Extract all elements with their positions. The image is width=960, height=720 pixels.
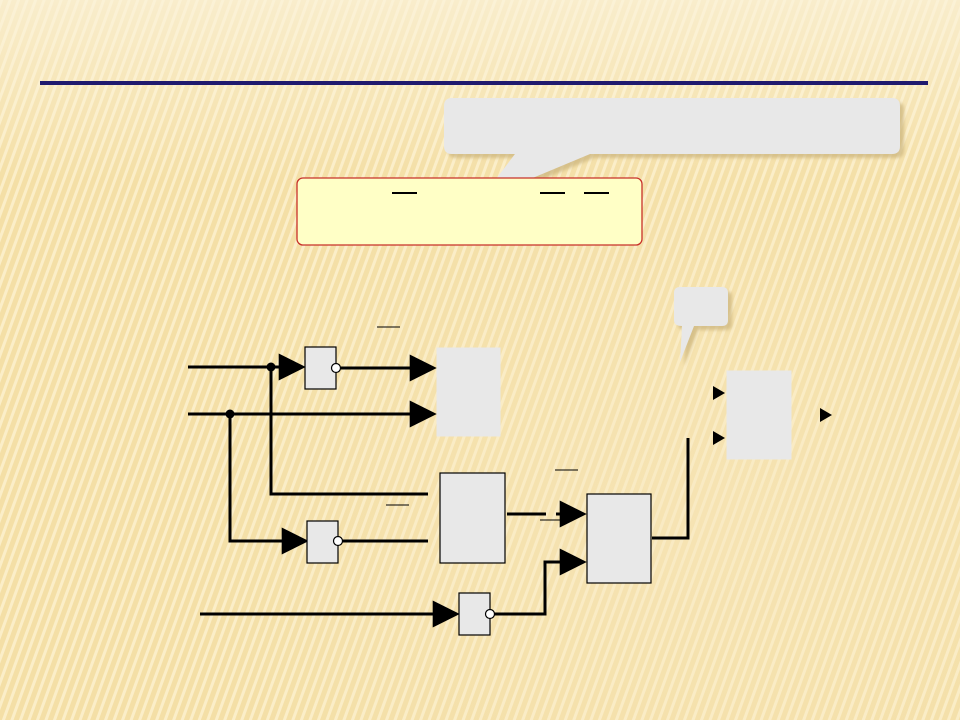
- output-arrow: [820, 408, 832, 422]
- block-3-output-wire: [652, 438, 690, 540]
- not-gate-3-output-wire: [494, 548, 587, 616]
- not-gate-3-bubble: [484, 608, 496, 620]
- output-block-input-arrow-1: [713, 386, 725, 400]
- callout-bubble-small: [674, 287, 728, 362]
- callout-bubble-top: [444, 98, 900, 200]
- gate-block-3: [586, 493, 652, 584]
- not-gate-1: [304, 346, 337, 390]
- not-gate-2-bubble: [332, 535, 344, 547]
- output-block: [726, 370, 792, 460]
- not-gate-1-bubble: [330, 362, 342, 374]
- not-gate-2: [306, 520, 339, 564]
- branch-wire-1: [269, 367, 428, 496]
- formula-box: [296, 177, 643, 246]
- gate-block-1: [436, 347, 501, 437]
- output-block-input-arrow-2: [713, 431, 725, 445]
- not-gate-3: [458, 592, 491, 636]
- junction-dot-1: [266, 362, 276, 372]
- branch-wire-2: [228, 414, 309, 555]
- gate-block-2: [439, 472, 506, 564]
- junction-dot-2: [225, 409, 235, 419]
